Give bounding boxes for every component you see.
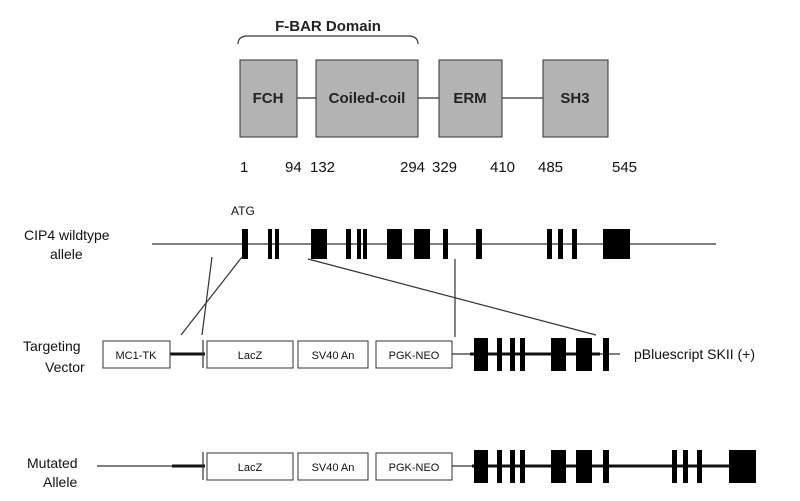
exon — [474, 338, 488, 371]
fbar-domain-label: F-BAR Domain — [275, 18, 381, 35]
exon — [346, 229, 351, 259]
exon — [683, 450, 688, 483]
exon — [497, 338, 502, 371]
exon — [275, 229, 279, 259]
cassette-lacz — [206, 340, 294, 369]
position-label: 545 — [612, 159, 637, 176]
exon — [443, 229, 448, 259]
wildtype-allele: CIP4 wildtype allele ATG — [24, 204, 716, 262]
exon — [387, 229, 402, 259]
exon — [603, 229, 630, 259]
homology-lines — [180, 256, 597, 337]
cassette-pgk-neo — [375, 452, 453, 481]
targeting-vector: Targeting Vector MC1-TK LacZ SV40 An PGK… — [23, 338, 755, 375]
homology-line — [307, 258, 597, 336]
exon — [510, 450, 515, 483]
position-label: 410 — [490, 159, 515, 176]
exon — [357, 229, 361, 259]
exon — [576, 450, 592, 483]
exon — [474, 450, 488, 483]
fbar-bracket — [237, 35, 419, 45]
mutated-label-line1: Mutated — [27, 455, 78, 471]
position-label: 329 — [432, 159, 457, 176]
exon — [576, 338, 592, 371]
exon — [476, 229, 482, 259]
cassette-mc1-tk — [102, 340, 171, 369]
domain-erm — [438, 59, 503, 138]
plasmid-label: pBluescript SKII (+) — [634, 346, 755, 362]
position-label: 94 — [285, 159, 302, 176]
cassette-sv40 — [297, 452, 369, 481]
mutated-label-line2: Allele — [43, 474, 77, 490]
exon — [497, 450, 502, 483]
wildtype-label-line2: allele — [50, 246, 83, 262]
cassette-pgk-neo-label: PGK-NEO — [389, 350, 440, 362]
cassette-sv40-label: SV40 An — [312, 462, 355, 474]
domain-coiled-coil-label: Coiled-coil — [329, 90, 406, 107]
atg-label: ATG — [231, 204, 255, 218]
cassette-sv40-label: SV40 An — [312, 350, 355, 362]
exon — [603, 338, 609, 371]
position-label: 485 — [538, 159, 563, 176]
exon — [729, 450, 756, 483]
position-label: 1 — [240, 159, 248, 176]
targeting-label-line2: Vector — [45, 359, 85, 375]
exon — [242, 229, 248, 259]
cassette-pgk-neo-label: PGK-NEO — [389, 462, 440, 474]
protein-domain-map: F-BAR Domain FCH Coiled-coil ERM SH3 1 9… — [237, 18, 637, 176]
exon — [547, 229, 552, 259]
position-label: 132 — [310, 159, 335, 176]
domain-coiled-coil — [315, 59, 419, 138]
exon — [551, 338, 566, 371]
targeting-label-line1: Targeting — [23, 338, 81, 354]
domain-sh3 — [542, 59, 609, 138]
domain-fch — [239, 59, 298, 138]
exon — [363, 229, 367, 259]
cassette-lacz-label: LacZ — [238, 350, 263, 362]
exon — [311, 229, 327, 259]
exon — [672, 450, 677, 483]
cassette-pgk-neo — [375, 340, 453, 369]
wildtype-label-line1: CIP4 wildtype — [24, 227, 110, 243]
mutated-allele: Mutated Allele LacZ SV40 An PGK-NEO — [27, 450, 756, 490]
cassette-mc1-tk-label: MC1-TK — [116, 350, 158, 362]
domain-erm-label: ERM — [453, 90, 486, 107]
cassette-lacz — [206, 452, 294, 481]
cassette-lacz-label: LacZ — [238, 462, 263, 474]
exon — [558, 229, 563, 259]
domain-fch-label: FCH — [253, 90, 284, 107]
homology-line — [180, 256, 243, 336]
homology-line — [201, 256, 213, 336]
position-label: 294 — [400, 159, 425, 176]
exon — [414, 229, 430, 259]
exon — [603, 450, 609, 483]
exon — [520, 338, 525, 371]
exon — [572, 229, 577, 259]
exon — [268, 229, 272, 259]
exon — [551, 450, 566, 483]
exon — [510, 338, 515, 371]
cassette-sv40 — [297, 340, 369, 369]
exon — [520, 450, 525, 483]
domain-sh3-label: SH3 — [560, 90, 589, 107]
exon — [697, 450, 702, 483]
